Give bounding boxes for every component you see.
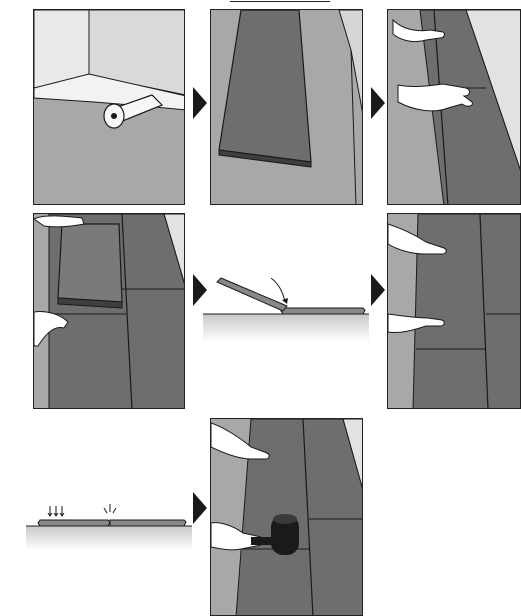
angle-plank-illustration: [34, 214, 185, 409]
click-profile-angle-illustration: [203, 262, 369, 342]
step-5-click-profile-angle: [203, 262, 369, 342]
impact-burst-icon: [104, 504, 116, 513]
click-profile-tap-illustration: [26, 500, 192, 550]
arrow-1-to-2: [193, 87, 207, 119]
hammer-tap-illustration: [211, 419, 363, 616]
top-edge-fragment: [230, 0, 330, 2]
step-3-plank-wall-panel: [387, 9, 521, 205]
arrow-2-to-3: [371, 87, 385, 119]
step-7-click-profile-tap: [26, 500, 192, 550]
step-6-press-plank-panel: [387, 213, 521, 409]
step-8-hammer-tap-panel: [210, 418, 363, 616]
plank-along-wall-illustration: [388, 10, 521, 205]
press-plank-illustration: [388, 214, 521, 409]
step-1-underlay-panel: [33, 9, 185, 205]
step-4-angle-plank-panel: [33, 213, 185, 409]
arrow-5-to-6: [371, 274, 385, 306]
underlay-roll-illustration: [34, 10, 185, 205]
first-plank-illustration: [211, 10, 363, 205]
step-2-first-plank-panel: [210, 9, 363, 205]
down-arrows-icon: [48, 506, 64, 516]
arrow-7-to-8: [193, 492, 207, 524]
